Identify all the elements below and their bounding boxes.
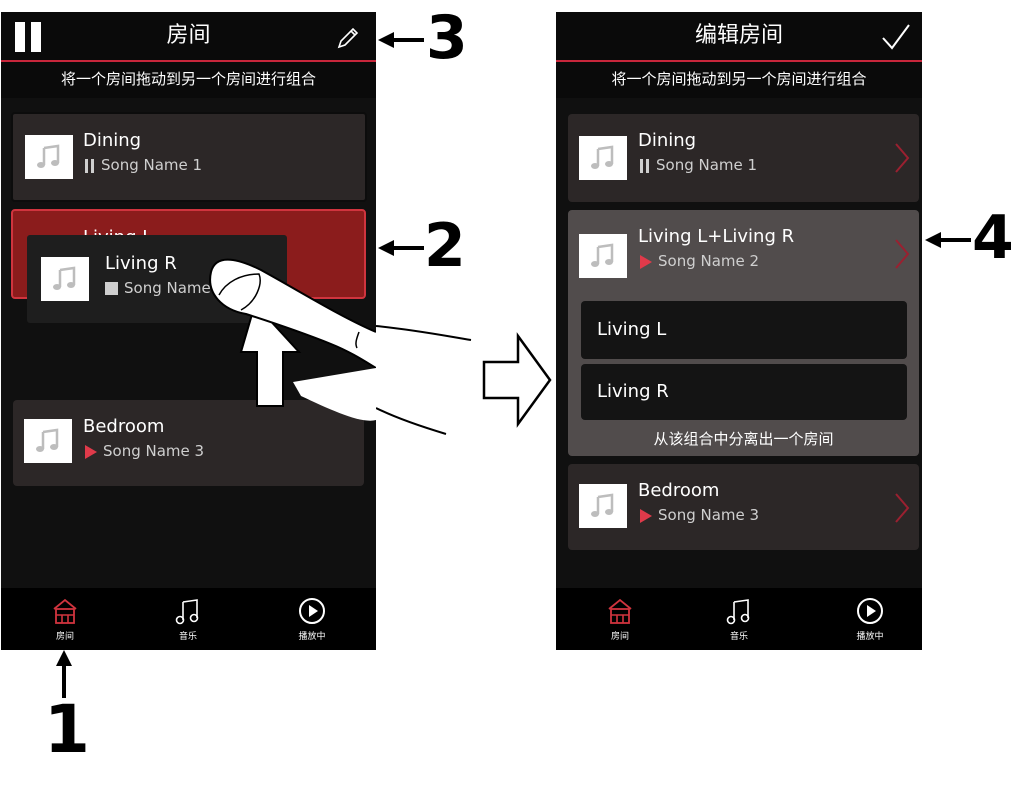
room-name: Bedroom (83, 416, 165, 437)
song-name: Song Name 3 (103, 442, 205, 460)
song-line: Song Name 1 (85, 156, 202, 174)
chevron-right-icon[interactable] (893, 238, 911, 270)
chevron-right-icon[interactable] (893, 492, 911, 524)
album-art (579, 136, 627, 180)
song-name: Song Name 3 (658, 506, 760, 524)
home-icon (608, 598, 632, 624)
room-name: Dining (638, 130, 697, 151)
rooms-screen: 房间 将一个房间拖动到另一个房间进行组合 Dining Song Name 1 … (1, 12, 376, 650)
group-member-living-r[interactable]: Living R (581, 364, 907, 420)
tab-label: 播放中 (298, 632, 326, 642)
transition-arrow (482, 332, 552, 428)
callout-arrow-1 (56, 650, 72, 698)
song-name: Song Name 2 (658, 252, 760, 270)
song-line: Song Name 2 (640, 252, 759, 270)
tab-now-playing[interactable]: 播放中 (272, 596, 352, 642)
checkmark-icon[interactable] (880, 22, 912, 52)
song-name: Song Name 1 (656, 156, 758, 174)
album-art (41, 257, 89, 301)
music-note-icon (36, 428, 59, 452)
callout-arrow-2 (378, 240, 424, 256)
tab-label: 音乐 (178, 632, 197, 642)
album-art (25, 135, 73, 179)
home-icon (53, 598, 77, 624)
album-art (579, 234, 627, 278)
split-hint: 从该组合中分离出一个房间 (653, 430, 834, 448)
callout-label-3: 3 (426, 3, 468, 73)
screen-title: 房间 (166, 23, 211, 48)
drag-gesture-illustration (209, 258, 376, 421)
finger-illustration (376, 325, 472, 435)
tab-label: 播放中 (856, 632, 884, 642)
top-bar: 编辑房间 (556, 12, 922, 62)
play-circle-icon (857, 598, 883, 624)
play-circle-icon (299, 598, 325, 624)
room-name: Living L+Living R (638, 226, 795, 247)
music-note-icon (591, 243, 614, 267)
tab-label: 房间 (610, 632, 629, 642)
song-name: Song Name (124, 279, 211, 297)
music-note-icon (37, 144, 60, 168)
drag-hint: 将一个房间拖动到另一个房间进行组合 (556, 62, 922, 98)
room-list: Dining Song Name 1 Living L Bedroom Song… (1, 98, 376, 588)
pause-icon (85, 158, 94, 173)
tab-rooms[interactable]: 房间 (25, 596, 105, 642)
room-name: Living R (105, 253, 177, 274)
room-card-bedroom[interactable]: Bedroom Song Name 3 (568, 464, 919, 550)
music-note-icon (726, 599, 750, 625)
song-name: Song Name 1 (101, 156, 203, 174)
edit-rooms-screen: 编辑房间 将一个房间拖动到另一个房间进行组合 Dining Song Name … (556, 12, 922, 650)
tab-label: 房间 (55, 632, 74, 642)
member-name: Living L (597, 319, 667, 340)
tab-music[interactable]: 音乐 (148, 596, 228, 642)
pause-all-icon[interactable] (15, 22, 45, 52)
top-bar: 房间 (1, 12, 376, 62)
music-note-icon (53, 266, 76, 290)
bottom-tab-bar: 房间 音乐 播放中 (556, 588, 922, 650)
song-line: Song Name 3 (640, 506, 759, 524)
callout-arrow-4 (925, 232, 971, 248)
room-card-bedroom[interactable]: Bedroom Song Name 3 (13, 400, 364, 486)
song-line: Song Name 1 (640, 156, 757, 174)
tab-now-playing[interactable]: 播放中 (830, 596, 910, 642)
room-card-dining[interactable]: Dining Song Name 1 (568, 114, 919, 202)
callout-arrow-3 (378, 32, 424, 48)
play-icon (85, 444, 97, 459)
member-name: Living R (597, 381, 669, 402)
stop-icon (105, 282, 118, 295)
room-name: Bedroom (638, 480, 720, 501)
callout-label-1: 1 (44, 691, 90, 768)
chevron-right-icon[interactable] (893, 142, 911, 174)
music-note-icon (591, 493, 614, 517)
tab-rooms[interactable]: 房间 (580, 596, 660, 642)
room-name: Dining (83, 130, 142, 151)
album-art (579, 484, 627, 528)
room-card-dining[interactable]: Dining Song Name 1 (11, 112, 367, 202)
album-art (24, 419, 72, 463)
tab-music[interactable]: 音乐 (699, 596, 779, 642)
music-note-icon (591, 145, 614, 169)
group-card-living[interactable]: Living L+Living R Song Name 2 Living L L… (568, 210, 919, 456)
bottom-tab-bar: 房间 音乐 播放中 (1, 588, 376, 650)
callout-label-2: 2 (424, 211, 466, 281)
pause-icon (640, 158, 649, 173)
tab-label: 音乐 (729, 632, 748, 642)
group-member-living-l[interactable]: Living L (581, 301, 907, 359)
room-list: Dining Song Name 1 Living L+Living R Son… (556, 98, 922, 588)
callout-label-4: 4 (972, 203, 1014, 273)
play-icon (640, 254, 652, 269)
song-line: Song Name 3 (85, 442, 204, 460)
screen-title: 编辑房间 (694, 23, 783, 48)
edit-pencil-icon[interactable] (336, 26, 360, 50)
play-icon (640, 508, 652, 523)
music-note-icon (175, 599, 199, 625)
drag-hint: 将一个房间拖动到另一个房间进行组合 (1, 62, 376, 98)
song-line: Song Name (105, 279, 211, 297)
